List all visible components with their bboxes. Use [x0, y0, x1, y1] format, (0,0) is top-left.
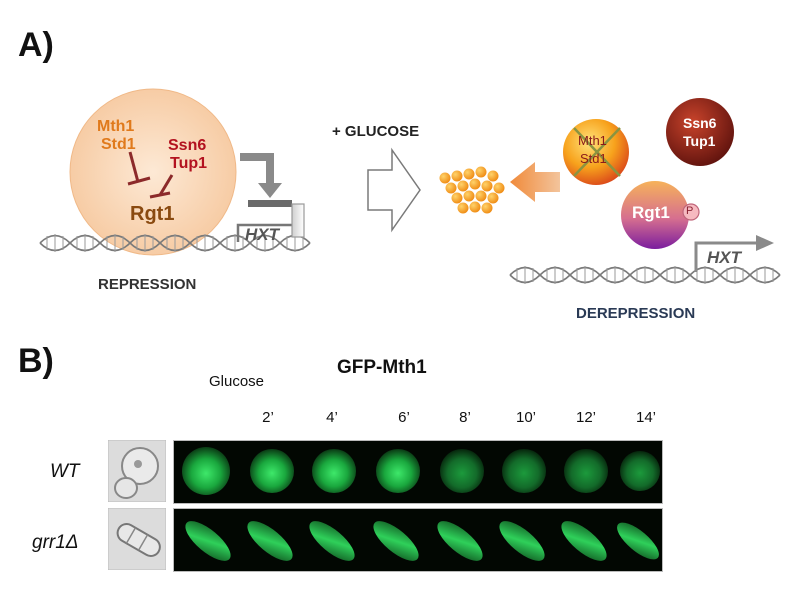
wt-cell-8	[440, 449, 484, 493]
dna-helix-right	[509, 266, 781, 284]
blocked-promoter-arrow	[240, 153, 292, 207]
time-label: 12’	[575, 409, 597, 426]
grr1-cell-4	[309, 521, 355, 561]
phospho-badge	[682, 203, 700, 221]
degradation-cross	[573, 127, 621, 177]
grr1-cell-2	[247, 521, 293, 561]
rgt1-phosphorylated	[621, 181, 689, 249]
repression-tup1-label: Tup1	[170, 155, 208, 172]
repression-rgt1-label: Rgt1	[130, 203, 175, 225]
brightfield-wt	[108, 440, 166, 502]
panel-a-diagram	[39, 88, 781, 284]
brightfield-grr1	[108, 508, 166, 570]
repression-mth1-label: Mth1	[97, 118, 135, 135]
grr1-cell-14	[617, 522, 659, 560]
row-label-grr1: grr1Δ	[32, 532, 79, 553]
wt-cell-10	[502, 449, 546, 493]
time-label: 6’	[398, 409, 410, 426]
derepression-mth1-label: Mth1	[578, 133, 607, 148]
repression-std1-label: Std1	[101, 136, 136, 153]
glucose-transition-arrow	[367, 147, 421, 233]
derepression-rgt1-label: Rgt1	[632, 203, 670, 222]
glucose-addition-label: + GLUCOSE	[332, 123, 420, 140]
wt-cell-2	[250, 449, 294, 493]
derepression-tup1-label: Tup1	[683, 133, 716, 149]
glucose-marker-label: Glucose	[209, 373, 265, 390]
time-label: 2’	[262, 409, 274, 426]
ssn6-tup1-free	[666, 98, 734, 166]
gfp-strip-grr1	[173, 508, 663, 572]
gfp-strip-wt	[173, 440, 663, 504]
grr1-cell-6	[373, 521, 419, 561]
degradation-arrow	[510, 162, 560, 202]
time-label: 14’	[635, 409, 657, 426]
time-label: 4’	[326, 409, 338, 426]
wt-cell-12	[564, 449, 608, 493]
row-label-wt: WT	[50, 461, 80, 482]
repression-hxt-label: HXT	[245, 225, 279, 244]
grr1-cell-0	[185, 521, 231, 561]
repression-ssn6-label: Ssn6	[168, 137, 207, 154]
derepression-ssn6-label: Ssn6	[683, 115, 717, 131]
wt-cell-4	[312, 449, 356, 493]
grr1-cell-8	[437, 521, 483, 561]
hxt-gene-arrow-left	[236, 203, 305, 242]
grr1-cell-10	[499, 521, 545, 561]
derepression-hxt-label: HXT	[707, 248, 741, 267]
derepression-std1-label: Std1	[580, 151, 607, 166]
wt-cell-6	[376, 449, 420, 493]
derepression-label: DEREPRESSION	[576, 305, 696, 322]
repression-label: REPRESSION	[98, 276, 197, 293]
microscopy-title: GFP-Mth1	[337, 357, 427, 378]
phospho-label: P	[686, 205, 694, 217]
nucleus-complex	[69, 88, 237, 256]
hxt-gene-arrow-right	[694, 235, 774, 272]
panel-b-label: B)	[18, 342, 54, 380]
wt-cell-14	[620, 451, 660, 491]
wt-cell-0	[182, 447, 230, 495]
dna-helix-left	[39, 234, 311, 252]
time-label: 8’	[459, 409, 471, 426]
panel-a-label: A)	[18, 26, 54, 64]
glucose-molecules	[439, 166, 505, 214]
time-label: 10’	[515, 409, 537, 426]
repression-arrows	[127, 151, 174, 199]
grr1-cell-12	[561, 521, 607, 561]
